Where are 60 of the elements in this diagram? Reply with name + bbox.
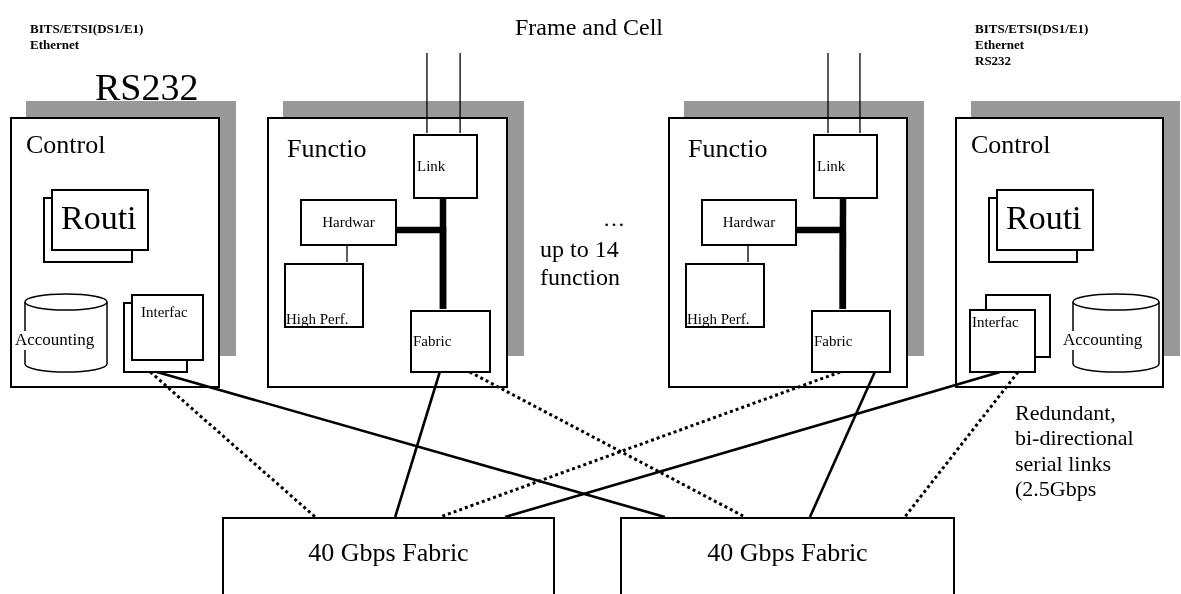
component-box (685, 263, 765, 328)
link-line (903, 371, 1020, 518)
port-label: RS232 (95, 66, 200, 110)
component-box (701, 199, 797, 246)
node-label: Link (417, 158, 446, 175)
port-label: RS232 (975, 54, 1013, 69)
node-label: High Perf. (687, 311, 750, 328)
node-label: Link (817, 158, 846, 175)
link-line (439, 370, 841, 519)
link-line (504, 370, 1001, 519)
node-label: 40 Gbps Fabric (308, 539, 469, 568)
fabric-box (620, 517, 955, 594)
node-label: Interfac (141, 304, 188, 321)
port-label: BITS/ETSI(DS1/E1) (975, 22, 1090, 37)
signal-line (459, 52, 461, 134)
node-label: Functio (287, 135, 367, 164)
note-text: Redundant, bi-directional serial links (2.5Gbps (1015, 400, 1135, 502)
link-line (156, 370, 666, 519)
card-panel (668, 117, 908, 388)
port-label: BITS/ETSI(DS1/E1) (30, 22, 145, 37)
component-box (284, 263, 364, 328)
card-panel (955, 117, 1164, 388)
link-line (149, 370, 317, 519)
signal-label: Frame and Cell (515, 14, 664, 42)
component-box (813, 134, 878, 199)
note-text: up to 14 function (540, 236, 621, 292)
bus-line (439, 198, 447, 309)
component-box (811, 310, 891, 373)
link-line (808, 371, 876, 518)
ellipsis-text: … (603, 206, 626, 232)
card-panel (10, 117, 220, 388)
node-label: Fabric (413, 333, 452, 350)
node-label: Routi (61, 199, 137, 237)
port-label: Ethernet (30, 38, 81, 53)
bus-line (839, 198, 847, 309)
node-label: Fabric (814, 333, 853, 350)
node-label: Control (26, 131, 106, 160)
node-label: 40 Gbps Fabric (707, 539, 868, 568)
node-label: Accounting (15, 331, 95, 350)
signal-line (827, 52, 829, 134)
node-label: High Perf. (286, 311, 349, 328)
node-label: Control (971, 131, 1051, 160)
link-line (346, 244, 348, 263)
node-label: Functio (688, 135, 768, 164)
signal-line (426, 52, 428, 134)
node-label: Hardwar (722, 214, 776, 231)
node-label: Interfac (972, 314, 1019, 331)
node-label: Accounting (1063, 331, 1143, 350)
component-box (413, 134, 478, 199)
link-line (393, 371, 442, 518)
node-label: Routi (1006, 199, 1082, 237)
component-box (300, 199, 397, 246)
fabric-box (222, 517, 555, 594)
node-label: Hardwar (322, 214, 375, 231)
component-box (410, 310, 491, 373)
port-label: Ethernet (975, 38, 1026, 53)
signal-line (859, 52, 861, 134)
link-line (747, 244, 749, 263)
link-line (469, 370, 746, 519)
card-panel (267, 117, 508, 388)
